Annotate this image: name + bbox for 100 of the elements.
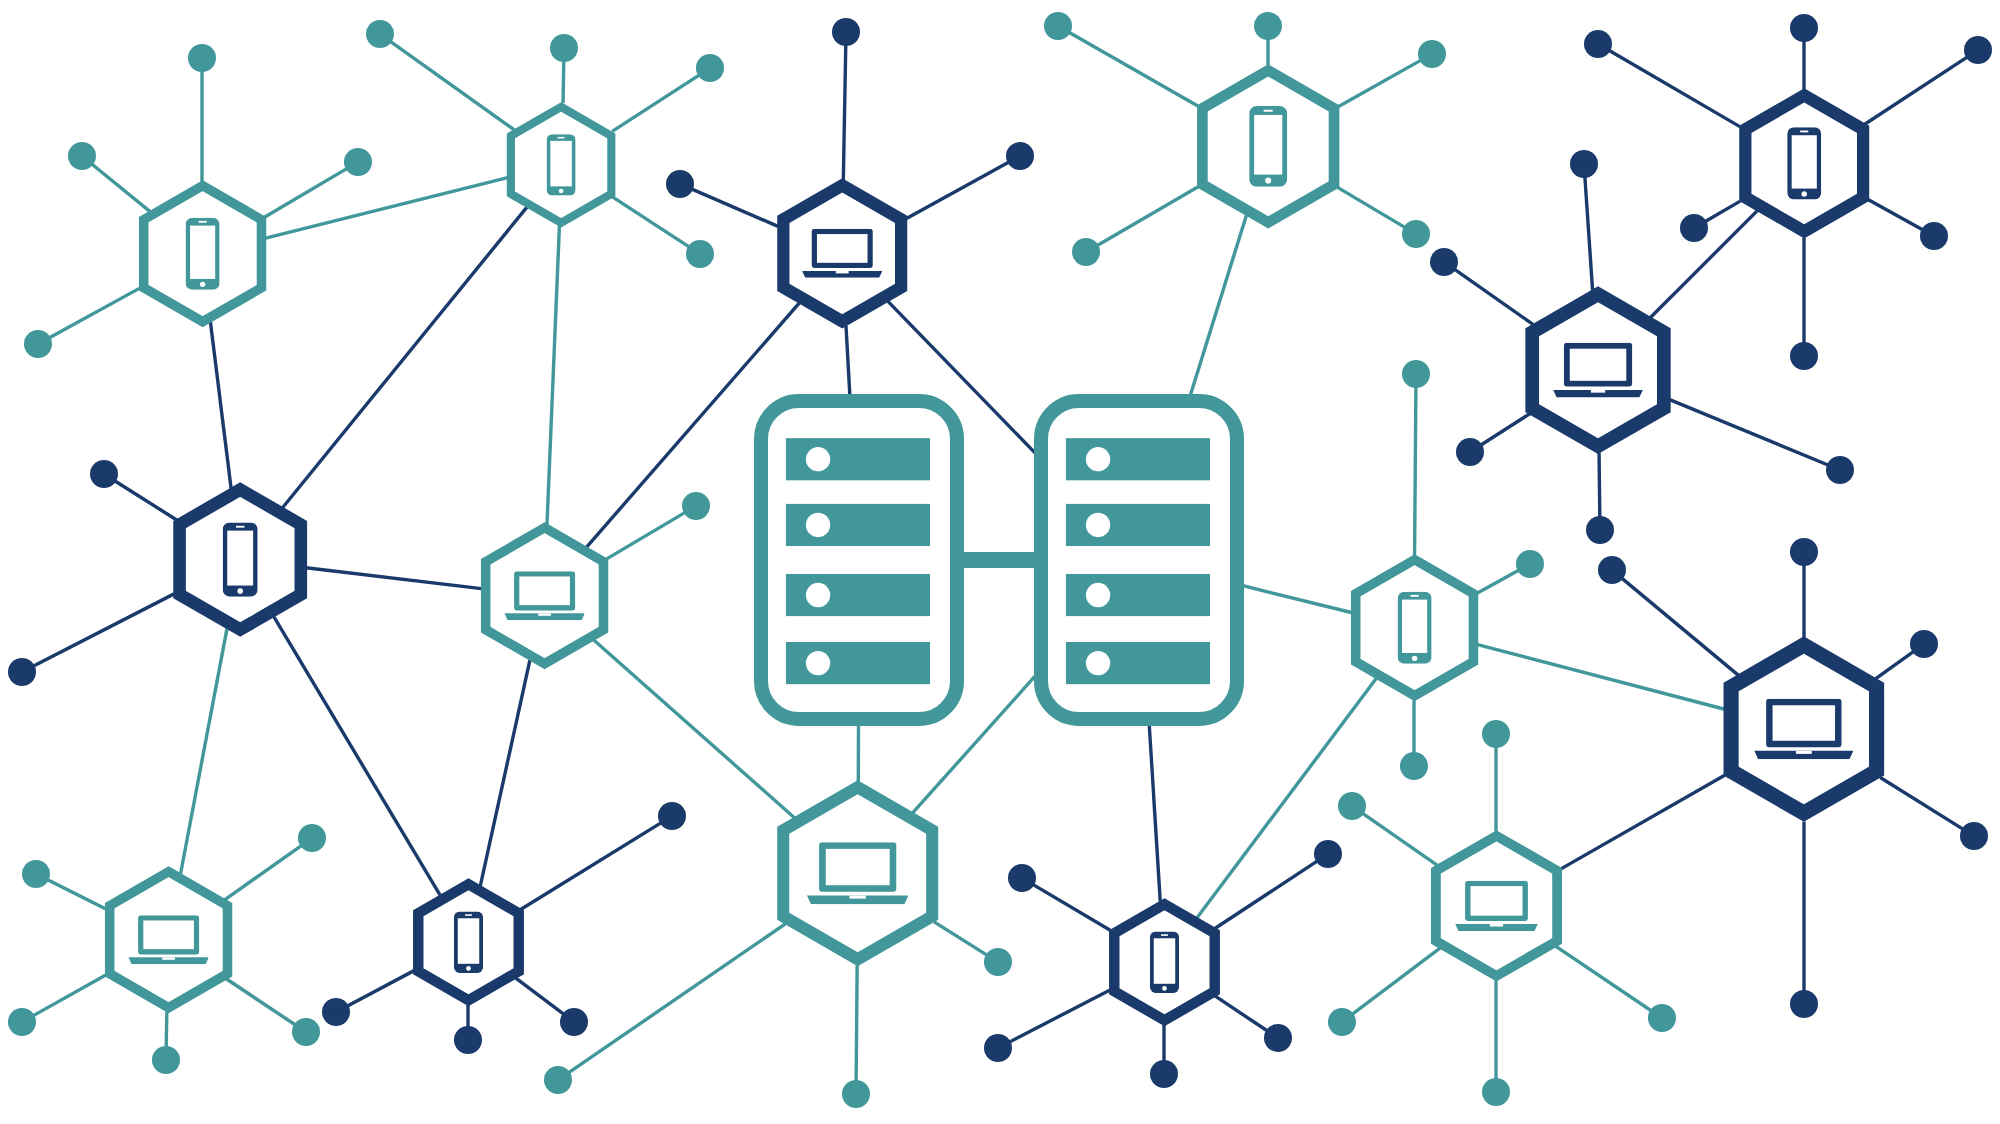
- node-dot: [1044, 12, 1072, 40]
- node-dot: [1430, 248, 1458, 276]
- connector-line: [346, 969, 415, 1008]
- connector-line: [1453, 268, 1535, 326]
- connector-line: [592, 638, 797, 820]
- connector-line: [519, 821, 662, 911]
- connector-line: [963, 552, 1035, 568]
- node-dot: [686, 240, 714, 268]
- node-dot: [1264, 1024, 1292, 1052]
- node-dot: [1328, 1008, 1356, 1036]
- node-dot: [1402, 220, 1430, 248]
- connector-line: [545, 224, 562, 526]
- connector-line: [886, 300, 1037, 455]
- connector-line: [910, 675, 1037, 815]
- node-dot: [24, 330, 52, 358]
- connector-line: [272, 615, 442, 897]
- node-dot: [984, 948, 1012, 976]
- node-dot: [68, 142, 96, 170]
- connector-line: [1162, 1024, 1166, 1061]
- connector-line: [1867, 197, 1924, 232]
- connector-line: [1802, 41, 1806, 91]
- connector-line: [1068, 30, 1199, 108]
- node-dot: [1400, 752, 1428, 780]
- hexagon-node: [169, 480, 311, 640]
- connector-line: [1361, 812, 1439, 867]
- connector-line: [178, 628, 229, 876]
- node-dot: [1586, 516, 1614, 544]
- node-dot: [1072, 238, 1100, 266]
- connector-line: [1147, 724, 1162, 902]
- node-dot: [1482, 1078, 1510, 1106]
- connector-line: [1597, 452, 1602, 518]
- hexagon-node: [1427, 828, 1565, 984]
- node-dot: [454, 1026, 482, 1054]
- node-dot: [1648, 1004, 1676, 1032]
- connector-line: [841, 44, 848, 181]
- connector-line: [567, 922, 787, 1075]
- connector-line: [1337, 58, 1422, 109]
- connector-line: [1213, 994, 1269, 1033]
- connector-line: [1494, 980, 1498, 1079]
- hexagon-node: [1347, 552, 1481, 704]
- connector-line: [264, 175, 510, 240]
- connector-line: [691, 187, 779, 228]
- node-dot: [1254, 12, 1282, 40]
- node-dot: [8, 658, 36, 686]
- node-dot: [544, 1066, 572, 1094]
- connector-line: [1336, 185, 1406, 229]
- hexagon-node: [504, 99, 620, 229]
- node-dot: [1008, 864, 1036, 892]
- node-dot: [22, 860, 50, 888]
- connector-line: [514, 976, 565, 1016]
- node-dot: [1960, 822, 1988, 850]
- node-dot: [344, 148, 372, 176]
- node-dot: [666, 170, 694, 198]
- connector-line: [1494, 747, 1498, 832]
- connector-line: [280, 204, 530, 510]
- node-dot: [322, 998, 350, 1026]
- connector-line: [46, 878, 107, 911]
- connector-line: [1554, 944, 1653, 1013]
- node-dot: [8, 1008, 36, 1036]
- connector-line: [1559, 773, 1726, 871]
- connector-line: [605, 511, 686, 561]
- connector-line: [611, 73, 700, 133]
- node-dot: [1790, 990, 1818, 1018]
- connector-line: [1873, 650, 1915, 681]
- connector-line: [1242, 584, 1352, 615]
- node-dot: [1598, 556, 1626, 584]
- hexagon-node: [1735, 86, 1873, 242]
- connector-line: [208, 321, 233, 490]
- node-dot: [292, 1018, 320, 1046]
- connector-line: [1802, 237, 1806, 343]
- connector-line: [1704, 199, 1742, 223]
- node-dot: [1516, 550, 1544, 578]
- node-dot: [1790, 342, 1818, 370]
- node-dot: [188, 44, 216, 72]
- hexagon-node: [773, 176, 911, 332]
- connector-line: [1008, 988, 1111, 1044]
- node-dot: [682, 492, 710, 520]
- server-rack: [754, 394, 964, 726]
- hexagon-node: [1193, 61, 1343, 231]
- connector-line: [389, 40, 516, 132]
- node-dot: [1826, 456, 1854, 484]
- connector-line: [200, 71, 204, 182]
- connector-line: [1620, 577, 1741, 678]
- connector-line: [114, 479, 178, 522]
- connector-line: [32, 592, 175, 668]
- node-dot: [1006, 142, 1034, 170]
- connector-line: [1583, 176, 1595, 291]
- connector-line: [1480, 412, 1531, 447]
- node-dot: [842, 1080, 870, 1108]
- connector-line: [1412, 387, 1418, 556]
- connector-line: [48, 286, 141, 340]
- node-dot: [152, 1046, 180, 1074]
- connector-line: [1412, 700, 1416, 753]
- connector-line: [164, 1011, 169, 1048]
- hexagon-node: [409, 875, 527, 1009]
- connector-line: [263, 167, 348, 219]
- hexagon-node: [477, 520, 611, 672]
- node-dot: [550, 34, 578, 62]
- connector-line: [1802, 565, 1806, 639]
- node-dot: [1920, 222, 1948, 250]
